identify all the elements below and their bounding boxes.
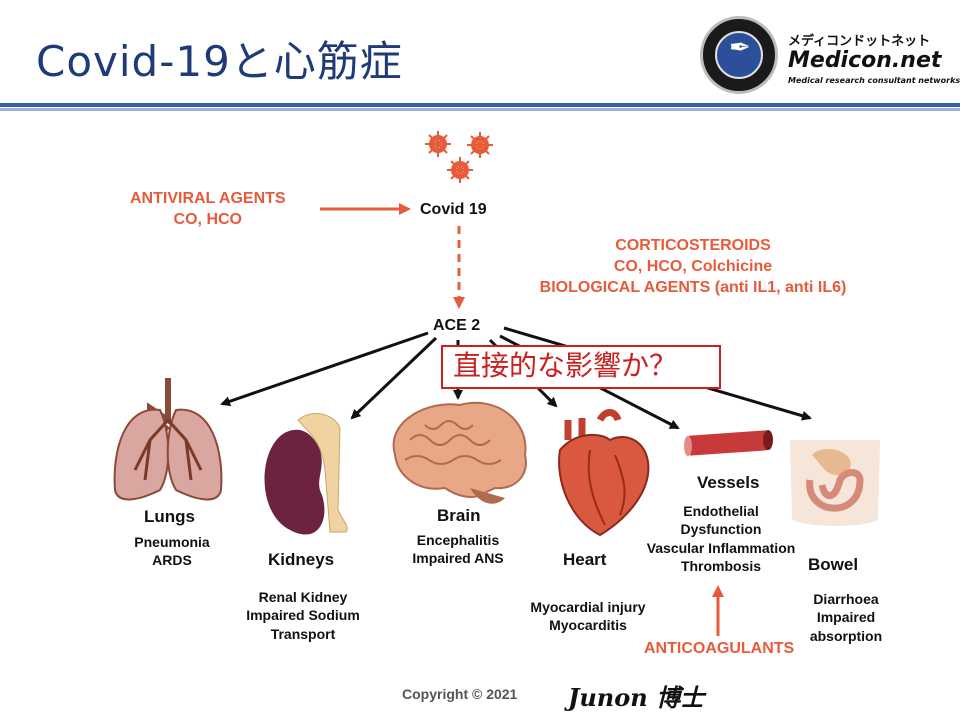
bowel-desc-line: Impaired xyxy=(816,609,876,626)
brain-desc-line: Encephalitis xyxy=(416,532,500,548)
arrow-to-kidneys xyxy=(350,336,438,420)
author-signature: Junon 博士 xyxy=(568,683,705,712)
lungs-icon xyxy=(113,378,223,501)
kidneys-name: Kidneys xyxy=(268,550,335,569)
kidneys-desc-line: Transport xyxy=(270,625,336,642)
title-divider-light xyxy=(0,108,960,111)
vessels-desc-line: Vascular Inflammation xyxy=(646,539,796,556)
logo-tagline: Medical research consultant networks xyxy=(788,76,960,85)
kidneys-desc: Renal Kidney Impaired Sodium Transport xyxy=(234,588,372,643)
lungs-desc-line: ARDS xyxy=(152,552,192,569)
bowel-desc-line: Diarrhoea xyxy=(813,591,879,607)
covid-label: Covid 19 xyxy=(420,201,487,218)
vessels-desc-line: Endothelial xyxy=(683,503,759,519)
arrow-to-lungs xyxy=(220,331,429,407)
virus-icon xyxy=(425,131,493,183)
pen-nib-icon: ✒ xyxy=(729,33,751,63)
heart-icon xyxy=(558,409,650,537)
brain-icon xyxy=(392,401,527,504)
heart-name: Heart xyxy=(563,550,607,569)
vessels-desc-line: Dysfunction xyxy=(680,521,762,538)
vessels-name: Vessels xyxy=(697,473,760,492)
corticosteroid-drugs: CO, HCO, Colchicine xyxy=(613,258,773,276)
corticosteroid-title: CORTICOSTEROIDS xyxy=(615,237,771,254)
brain-desc: Encephalitis Impaired ANS xyxy=(398,531,518,568)
antiviral-title: ANTIVIRAL AGENTS xyxy=(130,190,286,207)
corticosteroid-label: CORTICOSTEROIDS CO, HCO, Colchicine BIOL… xyxy=(518,235,868,298)
logo-emblem-inner xyxy=(715,31,763,79)
page-title: Covid-19と心筋症 xyxy=(36,37,403,86)
vessels-desc-line: Thrombosis xyxy=(680,558,762,575)
title-divider xyxy=(0,103,960,107)
logo-kana: メディコンドットネット xyxy=(788,34,931,49)
antiviral-label: ANTIVIRAL AGENTS CO, HCO xyxy=(130,188,286,230)
ace2-label: ACE 2 xyxy=(433,317,481,334)
logo-emblem: ✒ xyxy=(700,16,778,94)
copyright-notice: Copyright © 2021 xyxy=(402,686,518,702)
vessels-desc: Endothelial Dysfunction Vascular Inflamm… xyxy=(638,502,804,576)
kidneys-desc-line: Renal Kidney xyxy=(258,589,348,605)
heart-desc-line: Myocardial injury xyxy=(530,599,646,615)
logo-name: Medicon.net xyxy=(788,48,942,73)
bowel-desc-line: absorption xyxy=(809,627,883,644)
bowel-desc: Diarrhoea Impaired absorption xyxy=(800,590,892,645)
bowel-icon xyxy=(790,440,880,526)
brain-name: Brain xyxy=(437,506,481,525)
lungs-name: Lungs xyxy=(144,507,195,526)
vessel-icon xyxy=(684,430,773,456)
kidneys-desc-line: Impaired Sodium xyxy=(246,607,360,624)
biological-agents: BIOLOGICAL AGENTS (anti IL1, anti IL6) xyxy=(539,279,847,297)
kidney-icon xyxy=(264,413,348,535)
lungs-desc: Pneumonia ARDS xyxy=(122,533,222,570)
lungs-desc-line: Pneumonia xyxy=(134,534,210,550)
bowel-name: Bowel xyxy=(808,555,859,574)
direct-effect-callout: 直接的な影響か？ xyxy=(441,345,721,389)
anticoagulant-label: ANTICOAGULANTS xyxy=(644,640,795,657)
heart-desc-line: Myocarditis xyxy=(549,617,627,634)
brain-desc-line: Impaired ANS xyxy=(412,550,504,567)
medicon-logo: ✒ メディコンドットネット Medicon.net Medical resear… xyxy=(700,16,960,98)
antiviral-drugs: CO, HCO xyxy=(173,211,242,229)
heart-desc: Myocardial injury Myocarditis xyxy=(518,598,658,635)
